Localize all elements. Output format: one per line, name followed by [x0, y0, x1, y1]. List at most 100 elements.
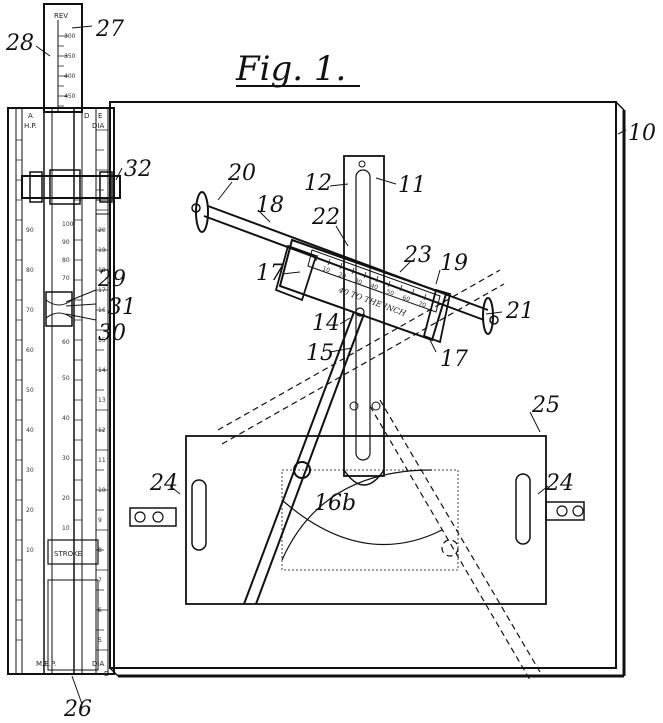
mid-tick: 70: [62, 275, 70, 282]
bracket-left: [129, 479, 207, 551]
left-scale-ticks: 90 80 70 60 50 40 30 20 10: [26, 227, 34, 554]
figure-title: Fig. 1.: [235, 49, 346, 89]
mid-tick: 60: [62, 339, 70, 346]
scale-label-e: E: [98, 112, 102, 120]
scale-label-dia-top: DIA: [92, 122, 104, 130]
numeral-10: 10: [628, 121, 656, 146]
mid-tick: 50: [62, 375, 70, 382]
dashed-alternate-position: [217, 269, 541, 681]
numeral-11: 11: [398, 173, 426, 198]
ruler-tick: 50: [385, 288, 395, 297]
numeral-21: 21: [505, 299, 534, 324]
right-tick: 17: [98, 287, 106, 294]
left-tick: 20: [26, 507, 34, 514]
ruler-tick: 40: [369, 282, 379, 291]
numeral-28: 28: [5, 31, 34, 56]
mid-tick: 30: [62, 455, 70, 462]
mid-tick: 100: [62, 221, 74, 228]
scale-label-d: D: [84, 112, 89, 120]
right-tick: 20: [98, 227, 106, 234]
right-tick: 8: [98, 547, 102, 554]
numeral-32: 32: [124, 157, 152, 182]
scale-label-mep: M.E.P.: [36, 660, 56, 668]
numeral-25: 25: [531, 393, 560, 418]
base-plate: [109, 101, 626, 678]
ruler-tick: 30: [353, 277, 363, 286]
left-tick: 30: [26, 467, 34, 474]
mid-tick: 90: [62, 239, 70, 246]
numeral-12: 12: [304, 171, 332, 196]
left-tick: 50: [26, 387, 34, 394]
numeral-24b: 24: [545, 471, 574, 496]
clamp-32: [21, 169, 121, 215]
right-tick: 5: [98, 637, 102, 644]
right-tick: 7: [98, 577, 102, 584]
leader-lines: [35, 25, 627, 705]
right-tick: 15: [98, 337, 106, 344]
mid-tick: 80: [62, 257, 70, 264]
scale-label-dia-bottom: DIA: [92, 660, 104, 668]
numeral-17a: 17: [256, 261, 284, 286]
right-tick: 13: [98, 397, 106, 404]
slide-rule-column: [7, 107, 115, 675]
right-tick: 19: [98, 247, 106, 254]
left-tick: 60: [26, 347, 34, 354]
ruler-tick: 60: [401, 294, 411, 303]
left-tick: 40: [26, 427, 34, 434]
diagonal-arm: [243, 311, 365, 605]
right-tick: 18: [98, 267, 106, 274]
top-tick: 450: [64, 93, 76, 100]
numeral-29: 29: [97, 267, 126, 292]
scale-label-b: B: [104, 670, 109, 678]
scale-label-a: A: [28, 112, 33, 120]
numeral-20: 20: [227, 161, 256, 186]
mid-tick: 10: [62, 525, 70, 532]
numeral-23: 23: [403, 243, 432, 268]
numeral-31: 31: [108, 295, 136, 320]
scale-label-stroke: STROKE: [54, 550, 82, 558]
left-tick: 70: [26, 307, 34, 314]
lower-frame: [185, 435, 547, 605]
top-tick: 400: [64, 73, 76, 80]
numeral-17b: 17: [440, 347, 468, 372]
numeral-14: 14: [312, 311, 340, 336]
numeral-26: 26: [63, 697, 92, 722]
numeral-16b: 16b: [314, 491, 356, 516]
right-tick: 10: [98, 487, 106, 494]
ruler-tick-labels: 10 20 30 40 50 60 70: [321, 265, 427, 309]
ruler-slide: [274, 238, 452, 344]
mid-scale-ticks: 100 90 80 70 60 50 40 30 20 10: [62, 221, 74, 532]
left-tick: 90: [26, 227, 34, 234]
left-tick: 80: [26, 267, 34, 274]
ruler-tick: 20: [337, 271, 347, 280]
numeral-24a: 24: [149, 471, 178, 496]
right-tick: 16: [98, 307, 106, 314]
right-tick: 6: [98, 607, 102, 614]
numeral-19: 19: [440, 251, 468, 276]
ruler-tick: 10: [321, 265, 331, 274]
numeral-27: 27: [95, 17, 124, 42]
numeral-15: 15: [306, 341, 334, 366]
right-tick: 14: [98, 367, 106, 374]
bracket-right: [515, 473, 585, 545]
top-scale-ticks: 300 350 400 450: [64, 33, 76, 100]
right-tick: 12: [98, 427, 106, 434]
numeral-22: 22: [311, 205, 340, 230]
rev-scale-extension: [43, 3, 83, 113]
left-tick: 10: [26, 547, 34, 554]
vertical-guide: [343, 155, 385, 486]
ruler-caption: 40 TO THE INCH: [336, 285, 408, 318]
ruler-tick: 70: [417, 300, 427, 309]
mid-tick: 20: [62, 495, 70, 502]
mid-tick: 40: [62, 415, 70, 422]
scale-label-rev: REV: [54, 12, 68, 20]
right-tick: 9: [98, 517, 102, 524]
numeral-30: 30: [98, 321, 126, 346]
scale-label-hp: H.P.: [24, 122, 37, 130]
top-tick: 300: [64, 33, 76, 40]
top-tick: 350: [64, 53, 76, 60]
right-scale-ticks: 20 19 18 17 16 15 14 13 12 11 10 9 8 7 6…: [98, 227, 106, 644]
numeral-18: 18: [256, 193, 284, 218]
right-tick: 11: [98, 457, 106, 464]
